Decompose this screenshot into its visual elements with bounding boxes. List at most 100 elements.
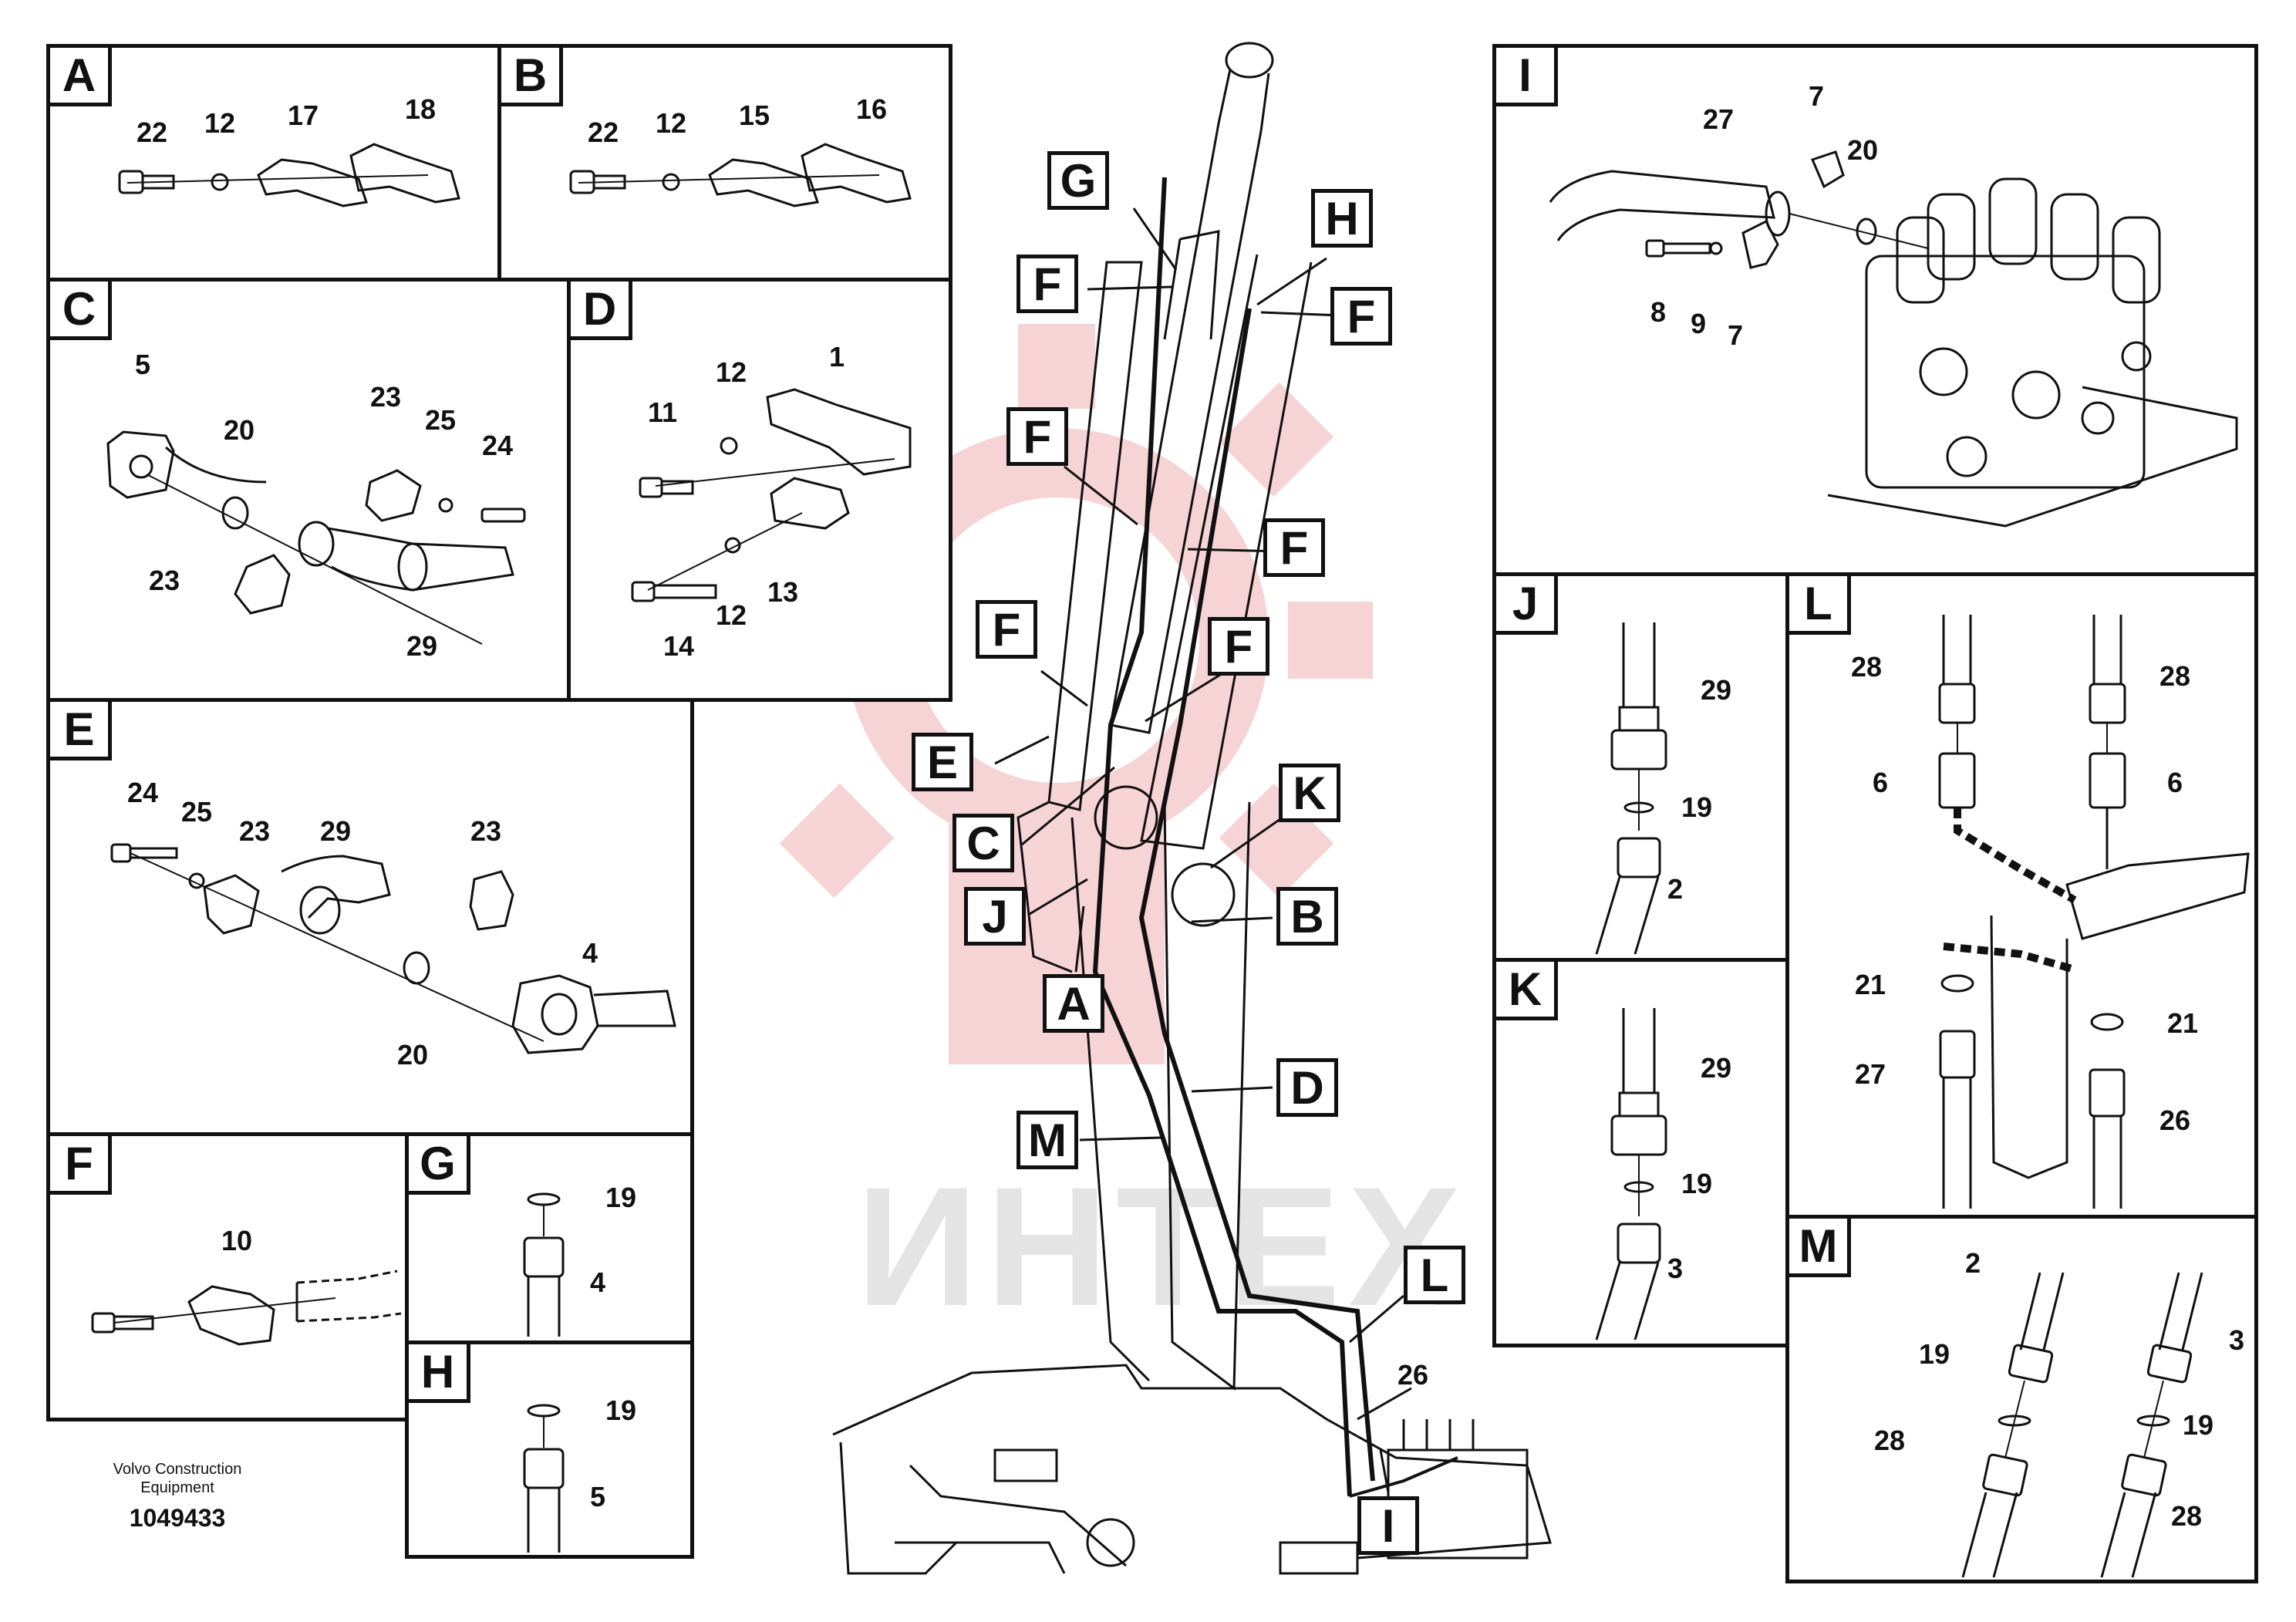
callout-H[interactable]: H bbox=[1311, 189, 1373, 248]
panel-G-drawing bbox=[523, 1192, 565, 1337]
panel-J-drawing bbox=[1595, 622, 1667, 955]
panel-label-K: K bbox=[1496, 962, 1558, 1020]
callout-C[interactable]: C bbox=[952, 814, 1014, 872]
callout-M[interactable]: M bbox=[1017, 1111, 1078, 1169]
part-20: 20 bbox=[224, 414, 255, 446]
part-16: 16 bbox=[856, 93, 888, 125]
document-number: 1049433 bbox=[129, 1504, 226, 1532]
part-9: 9 bbox=[1691, 308, 1707, 339]
panel-M-drawing bbox=[1961, 1272, 2203, 1578]
callout-F-2[interactable]: F bbox=[1330, 287, 1392, 346]
panel-E: E 24 25 23 29 23 4 20 bbox=[46, 698, 694, 1136]
panel-J: J 29 19 2 bbox=[1492, 572, 1789, 962]
part-20: 20 bbox=[1847, 134, 1879, 166]
part-27: 27 bbox=[1855, 1058, 1886, 1090]
part-19: 19 bbox=[1681, 1168, 1713, 1199]
part-21: 21 bbox=[1855, 969, 1886, 1000]
part-23: 23 bbox=[370, 381, 402, 413]
panel-B: B 22 12 15 16 bbox=[497, 44, 952, 282]
callout-A[interactable]: A bbox=[1043, 974, 1104, 1033]
part-29: 29 bbox=[320, 815, 352, 847]
callout-I[interactable]: I bbox=[1357, 1496, 1419, 1555]
panel-A: A 22 12 17 18 bbox=[46, 44, 501, 282]
callout-E[interactable]: E bbox=[912, 733, 973, 791]
company-line-2: Equipment bbox=[140, 1479, 214, 1496]
part-12: 12 bbox=[204, 107, 236, 139]
panel-label-M: M bbox=[1789, 1219, 1851, 1277]
panel-B-drawing bbox=[569, 143, 912, 207]
part-3: 3 bbox=[1667, 1253, 1684, 1284]
part-19: 19 bbox=[2183, 1409, 2214, 1441]
callout-G[interactable]: G bbox=[1047, 151, 1109, 210]
panel-label-I: I bbox=[1496, 48, 1558, 106]
part-7: 7 bbox=[1809, 80, 1825, 112]
part-4: 4 bbox=[590, 1266, 606, 1298]
callout-F-5[interactable]: F bbox=[976, 600, 1037, 659]
part-7: 7 bbox=[1728, 319, 1744, 351]
panel-I-drawing bbox=[1549, 150, 2238, 528]
part-22: 22 bbox=[588, 116, 619, 148]
part-19: 19 bbox=[1681, 791, 1713, 823]
panel-label-E: E bbox=[50, 702, 112, 760]
part-3: 3 bbox=[2229, 1324, 2245, 1356]
part-29: 29 bbox=[1701, 674, 1732, 706]
part-number-26: 26 bbox=[1397, 1359, 1429, 1391]
part-23: 23 bbox=[470, 815, 502, 847]
part-28: 28 bbox=[2159, 660, 2191, 692]
callout-F-3[interactable]: F bbox=[1006, 407, 1068, 466]
panel-H-drawing bbox=[523, 1404, 565, 1553]
part-24: 24 bbox=[127, 777, 159, 808]
callout-F-6[interactable]: F bbox=[1208, 617, 1269, 676]
callout-F-1[interactable]: F bbox=[1017, 255, 1078, 313]
part-25: 25 bbox=[425, 404, 457, 436]
panel-label-B: B bbox=[501, 48, 563, 106]
part-26: 26 bbox=[2159, 1104, 2191, 1136]
panel-F: F 10 bbox=[46, 1132, 409, 1421]
part-5: 5 bbox=[590, 1481, 606, 1512]
panel-label-J: J bbox=[1496, 576, 1558, 635]
part-15: 15 bbox=[739, 99, 770, 131]
part-29: 29 bbox=[1701, 1052, 1732, 1084]
panel-label-C: C bbox=[50, 282, 112, 340]
company-line-1: Volvo Construction bbox=[113, 1461, 242, 1478]
part-1: 1 bbox=[829, 341, 845, 373]
panel-label-A: A bbox=[50, 48, 112, 106]
panel-H: H 19 5 bbox=[405, 1340, 694, 1559]
part-22: 22 bbox=[137, 116, 168, 148]
panel-L: L 28 28 6 bbox=[1785, 572, 2258, 1219]
panel-E-drawing bbox=[110, 843, 676, 1054]
panel-label-G: G bbox=[409, 1136, 470, 1195]
part-12: 12 bbox=[716, 356, 747, 388]
callout-F-4[interactable]: F bbox=[1263, 518, 1325, 577]
part-6: 6 bbox=[2167, 767, 2183, 798]
panel-I: I bbox=[1492, 44, 2258, 576]
part-20: 20 bbox=[397, 1039, 429, 1071]
part-23: 23 bbox=[239, 815, 271, 847]
part-28: 28 bbox=[1851, 651, 1883, 683]
part-28: 28 bbox=[2171, 1500, 2203, 1532]
excavator-boom-drawing bbox=[832, 42, 1552, 1575]
part-28: 28 bbox=[1874, 1425, 1906, 1456]
callout-B[interactable]: B bbox=[1276, 887, 1338, 946]
callout-K[interactable]: K bbox=[1279, 764, 1340, 822]
part-2: 2 bbox=[1965, 1247, 1981, 1279]
part-5: 5 bbox=[135, 349, 151, 380]
panel-K: K 29 19 3 bbox=[1492, 958, 1789, 1347]
part-14: 14 bbox=[663, 630, 695, 662]
callout-J[interactable]: J bbox=[964, 887, 1026, 946]
company-name: Volvo Construction Equipment bbox=[69, 1460, 285, 1497]
part-19: 19 bbox=[605, 1182, 637, 1213]
part-27: 27 bbox=[1703, 103, 1735, 135]
part-6: 6 bbox=[1873, 767, 1889, 798]
panel-label-L: L bbox=[1789, 576, 1851, 635]
callout-D[interactable]: D bbox=[1276, 1058, 1338, 1117]
panel-G: G 19 4 bbox=[405, 1132, 694, 1344]
panel-A-drawing bbox=[118, 143, 460, 207]
part-13: 13 bbox=[767, 576, 799, 608]
part-29: 29 bbox=[406, 630, 438, 662]
watermark-text: ИНТЕХ bbox=[856, 1152, 1469, 1341]
panel-label-H: H bbox=[409, 1344, 470, 1403]
callout-L[interactable]: L bbox=[1404, 1246, 1465, 1304]
